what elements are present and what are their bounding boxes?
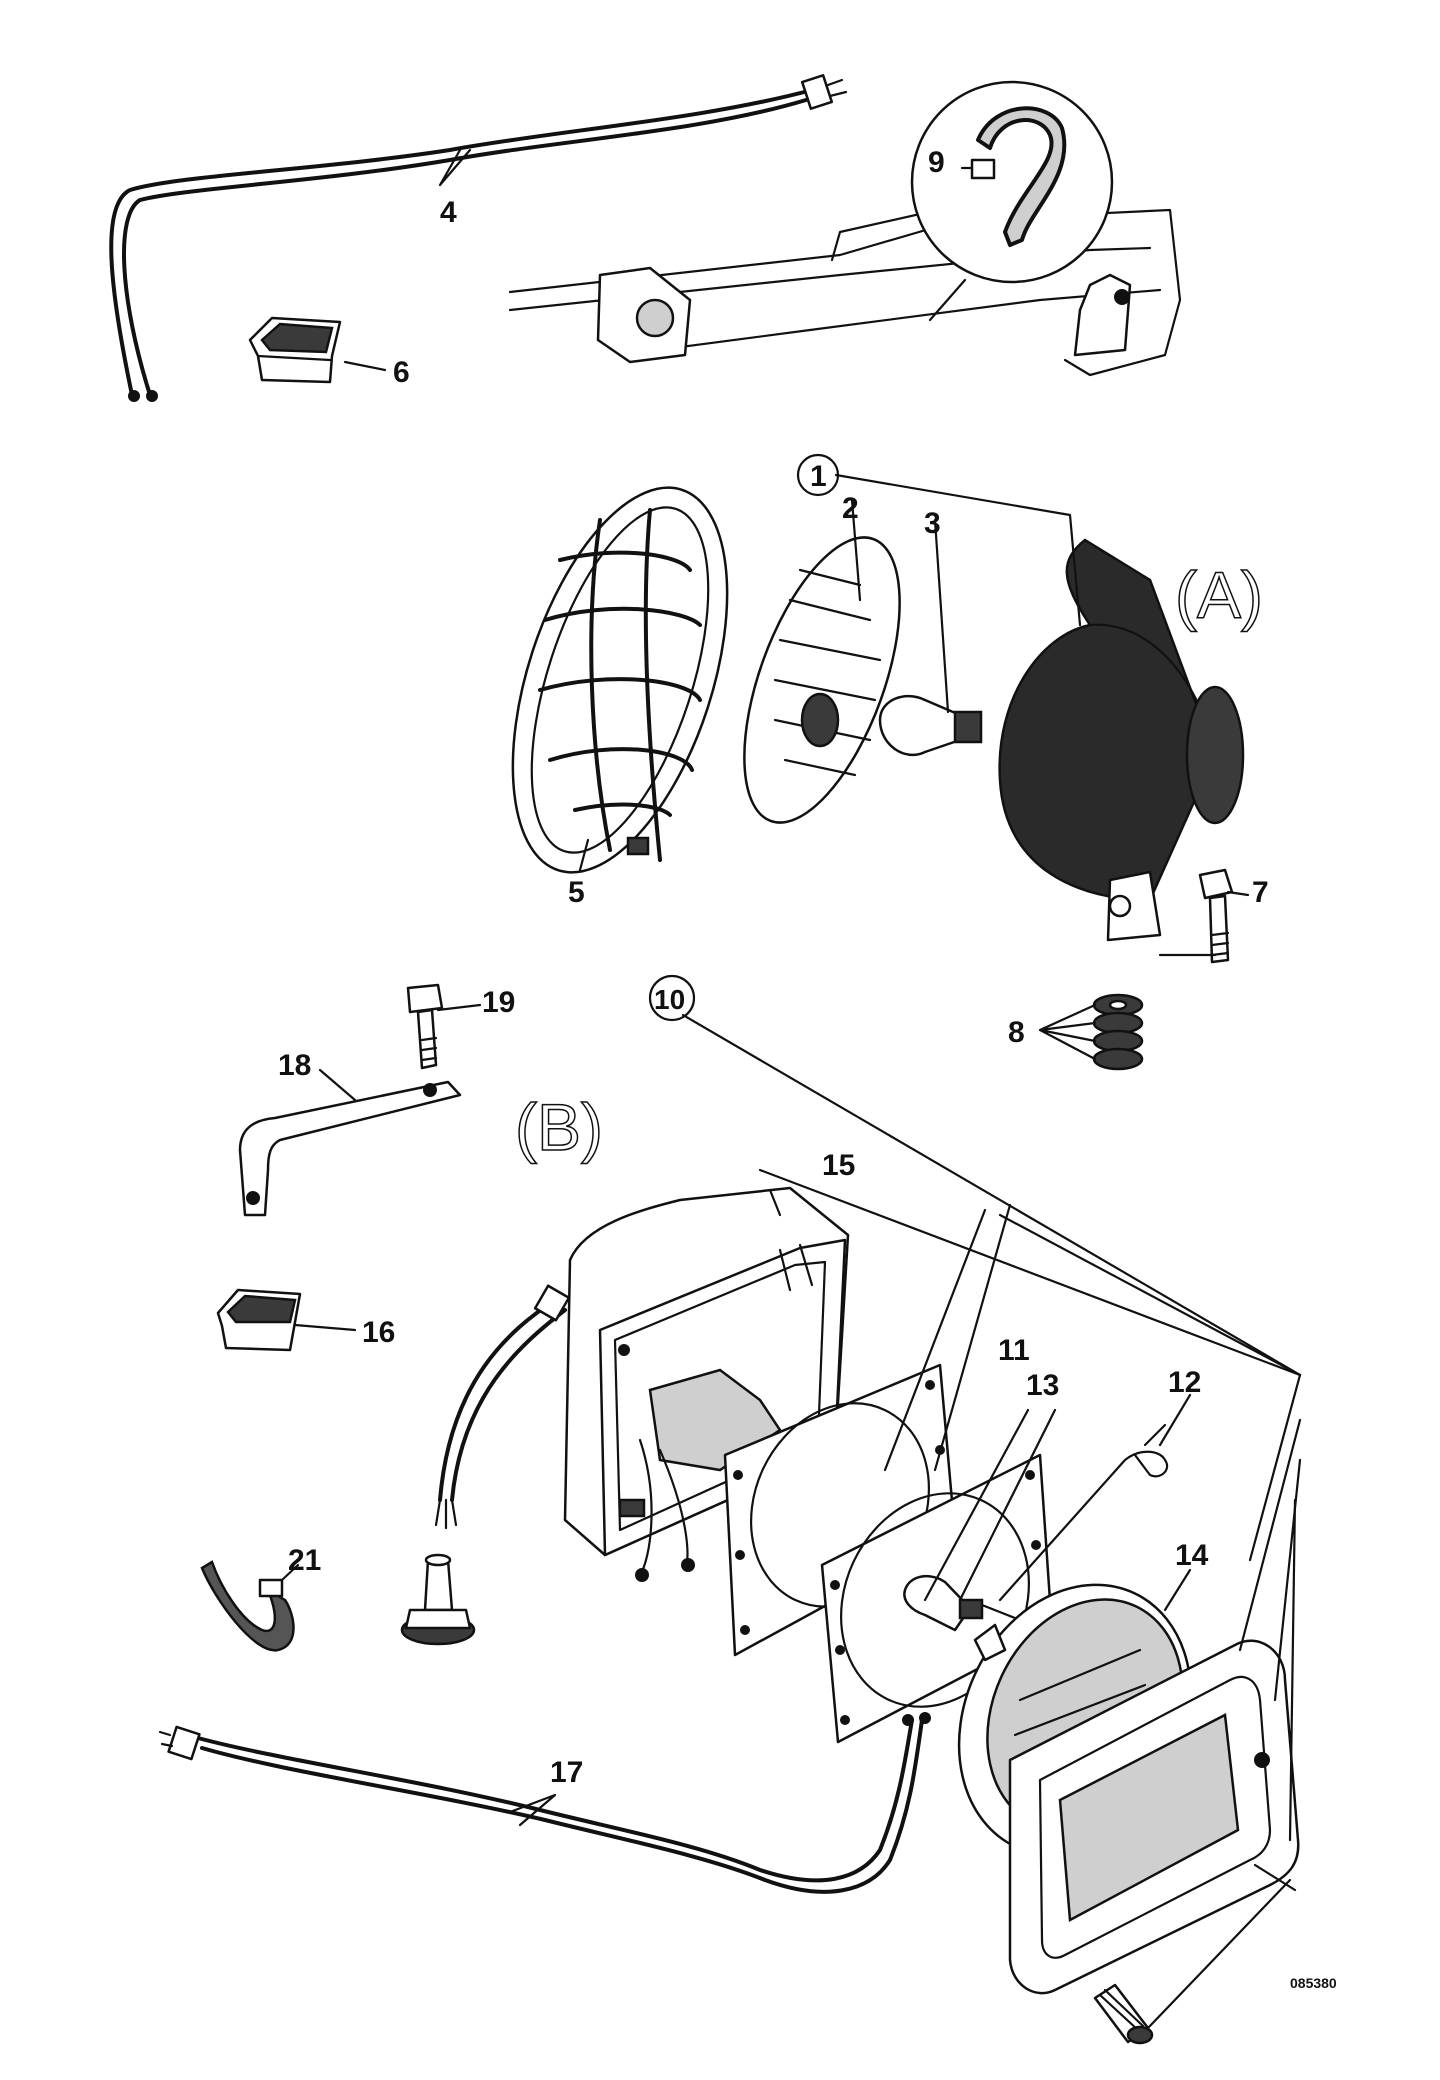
callout-10: 10 bbox=[654, 984, 685, 1015]
clip-21 bbox=[200, 1560, 300, 1652]
leaders-a bbox=[343, 148, 1250, 1061]
leaders-b bbox=[508, 1013, 1302, 2030]
cable-4 bbox=[109, 74, 848, 402]
callout-12: 12 bbox=[1168, 1366, 1201, 1399]
callout-15: 15 bbox=[822, 1149, 855, 1182]
bulb-11 bbox=[903, 1574, 1022, 1632]
rocker-switch-6 bbox=[248, 316, 342, 384]
washers-8 bbox=[1092, 993, 1144, 1071]
grille-5 bbox=[511, 486, 729, 874]
section-label-b: (B) bbox=[514, 1089, 603, 1165]
callout-7: 7 bbox=[1252, 876, 1269, 909]
callout-13: 13 bbox=[1026, 1369, 1059, 1402]
bracket-18 bbox=[238, 1068, 462, 1217]
callout-8: 8 bbox=[1008, 1016, 1025, 1049]
lens-2 bbox=[743, 536, 901, 824]
callout-17: 17 bbox=[550, 1756, 583, 1789]
cable-17 bbox=[158, 1712, 931, 1894]
callout-9: 9 bbox=[928, 146, 945, 179]
bulb-3 bbox=[878, 694, 983, 757]
callout-11: 11 bbox=[998, 1334, 1030, 1367]
callout-1: 1 bbox=[810, 460, 827, 493]
spring-clip-12 bbox=[998, 1423, 1169, 1602]
callout-6: 6 bbox=[393, 356, 410, 389]
callout-2: 2 bbox=[842, 492, 859, 525]
bolt-7 bbox=[1198, 868, 1234, 964]
callout-16: 16 bbox=[362, 1316, 395, 1349]
housing-cable bbox=[434, 1284, 695, 1582]
screw bbox=[1093, 1983, 1154, 2045]
callout-14: 14 bbox=[1175, 1539, 1209, 1572]
svg-text:(B): (B) bbox=[515, 1090, 603, 1164]
svg-text:(A): (A) bbox=[1175, 558, 1263, 632]
callout-18: 18 bbox=[278, 1049, 311, 1082]
callout-circle-10 bbox=[648, 974, 696, 1022]
machine-frame bbox=[508, 203, 1182, 377]
callout-3: 3 bbox=[924, 507, 941, 540]
headlamp-housing-1 bbox=[998, 538, 1245, 942]
callout-21: 21 bbox=[288, 1544, 321, 1577]
rocker-switch-16 bbox=[216, 1288, 357, 1352]
section-label-a: (A) bbox=[1174, 557, 1263, 633]
bezel-frame bbox=[1008, 1639, 1300, 1995]
callout-5: 5 bbox=[568, 876, 585, 909]
callout-4: 4 bbox=[440, 196, 457, 229]
clip-9-inset bbox=[910, 80, 1114, 322]
callout-19: 19 bbox=[482, 986, 515, 1019]
grommet bbox=[400, 1553, 476, 1646]
drawing-code: 085380 bbox=[1290, 1975, 1337, 1991]
callout-circle-1 bbox=[796, 453, 840, 497]
bolt-19 bbox=[406, 983, 482, 1070]
